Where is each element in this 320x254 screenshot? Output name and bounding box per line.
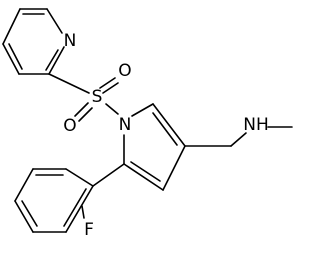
bond-ph-6-inner	[63, 188, 87, 227]
bond-ph-1	[65, 168, 94, 187]
atom-pyridine-n: N	[64, 31, 77, 51]
bond-pyrrole-c4-c5	[123, 163, 164, 191]
bond-pyr-6	[2, 8, 21, 45]
atom-pyrrole-n: N	[119, 115, 132, 135]
bond-c-f	[81, 205, 85, 219]
atom-sulfonyl-o-lower: O	[63, 116, 76, 136]
atom-sulfonyl-o-upper: O	[118, 61, 131, 81]
atom-labels: N S O O N NH F	[63, 31, 268, 240]
bond-pyrrole-n-c2	[131, 103, 154, 117]
bonds	[2, 8, 293, 233]
atom-amine-nh: NH	[243, 115, 269, 135]
bond-c5-phenyl	[92, 163, 125, 187]
bond-ph-6	[65, 185, 94, 233]
bond-pyr-5-inner	[8, 43, 23, 70]
bond-s-o-lower-b	[78, 107, 93, 122]
bond-pyrrole-c2-c3	[152, 103, 186, 147]
bond-ph-4-inner	[21, 200, 38, 227]
bond-ph-4	[14, 200, 34, 233]
bond-pyr-3	[48, 46, 65, 75]
bond-s-o-upper-a	[99, 77, 116, 89]
bond-pyr-s	[48, 73, 90, 94]
bond-pyr-5	[2, 43, 20, 75]
bond-ch2-nh	[230, 132, 247, 147]
bond-s-o-upper-b	[102, 82, 119, 94]
atom-fluorine: F	[84, 220, 94, 240]
bond-pyr-2	[46, 8, 63, 34]
bond-pyr-3-inner	[45, 49, 59, 71]
atom-sulfonyl-s: S	[92, 87, 103, 107]
bond-pyrrole-c3-c4	[162, 145, 186, 191]
bond-s-o-lower-a	[74, 102, 89, 117]
bond-ph-3	[14, 168, 34, 202]
chemical-structure-diagram: N S O O N NH F	[2, 8, 293, 240]
bond-s-npyrrole	[105, 103, 119, 115]
bond-pyrrole-c4-c5-inner	[130, 161, 161, 182]
bond-pyrrole-c2-c3-inner	[152, 112, 178, 146]
